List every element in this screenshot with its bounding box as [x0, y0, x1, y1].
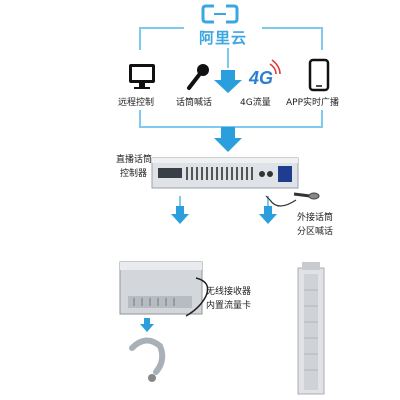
brand-title: 阿里云: [199, 29, 248, 47]
arrow-down-icon: [214, 70, 242, 93]
controller-device: [151, 157, 299, 189]
label-controller-line1: 直播话筒: [116, 155, 153, 165]
arrow-down-icon: [140, 318, 154, 332]
smartphone-icon: [308, 58, 330, 92]
microphone-icon: [187, 64, 209, 90]
column-speaker-device: [297, 262, 325, 395]
label-external-line2: 分区喊话: [297, 227, 334, 237]
label-external-line1: 外接话筒: [297, 213, 334, 223]
wireless-receiver-device: [119, 261, 209, 317]
4g-icon: 4G: [248, 59, 281, 88]
label-4g-traffic: 4G流量: [240, 98, 271, 108]
label-app-broadcast: APP实时广播: [286, 98, 340, 108]
label-remote-control: 远程控制: [118, 98, 155, 108]
connector-line-top-right: [262, 27, 323, 50]
connector-line-top-left: [139, 27, 184, 50]
arrow-down-icon: [214, 127, 242, 152]
aliyun-logo-icon: [201, 4, 239, 24]
label-mic-broadcast: 话筒喊话: [176, 98, 213, 108]
arrow-down-icon: [171, 206, 189, 224]
wireless-headset-icon: [129, 337, 166, 382]
svg-text:4G: 4G: [248, 68, 273, 88]
external-mic: [265, 192, 320, 207]
label-receiver-line1: 无线接收器: [206, 287, 252, 297]
label-receiver-line2: 内置流量卡: [206, 301, 252, 311]
monitor-icon: [129, 64, 155, 89]
arrow-down-icon: [259, 206, 277, 224]
label-controller-line2: 控制器: [120, 169, 148, 179]
connector-line-bottom-bracket: [139, 110, 323, 128]
